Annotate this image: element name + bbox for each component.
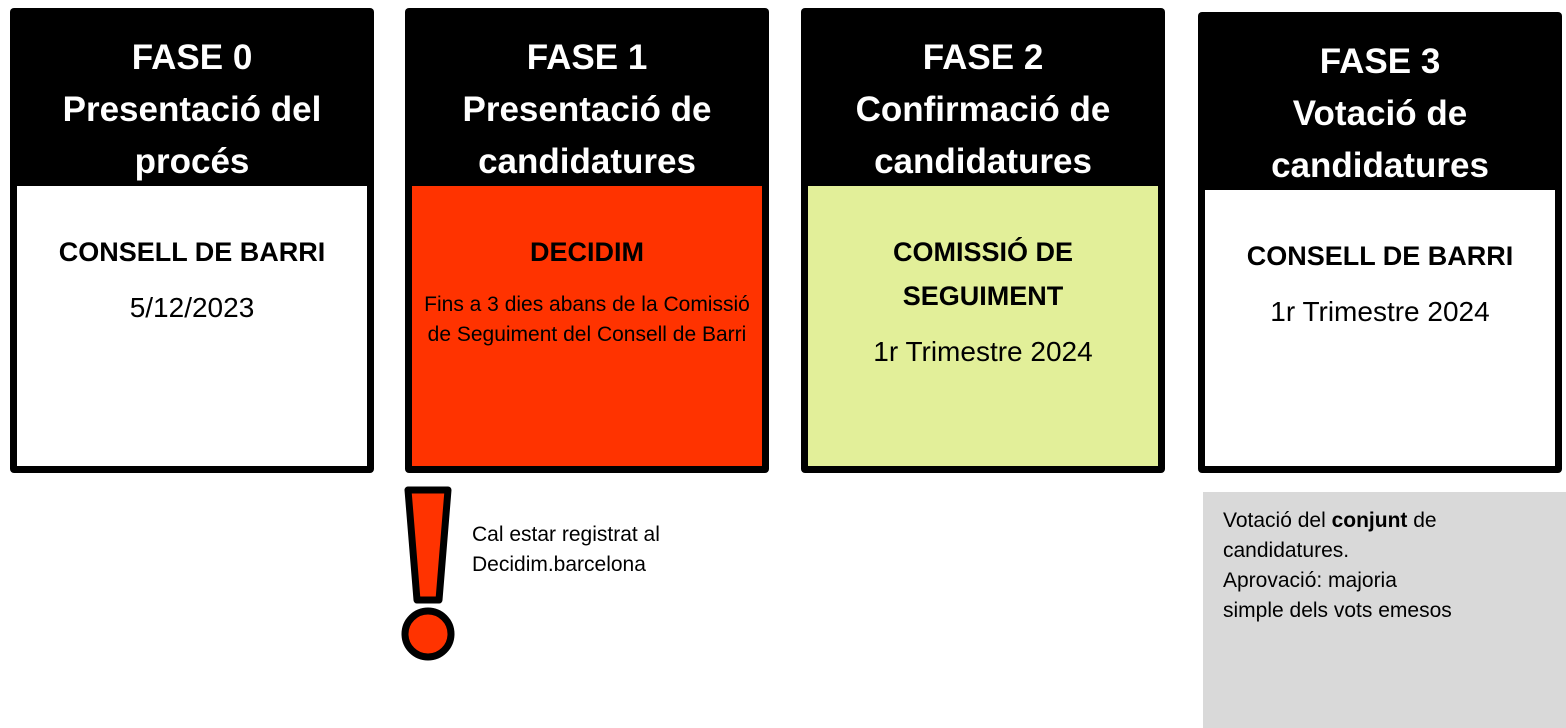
phase-body: COMISSIÓ DE SEGUIMENT 1r Trimestre 2024 bbox=[808, 186, 1158, 466]
phase-body: DECIDIM Fins a 3 dies abans de la Comiss… bbox=[412, 186, 762, 466]
phase-date: 5/12/2023 bbox=[129, 292, 255, 323]
phase-organ: CONSELL DE BARRI bbox=[58, 237, 326, 267]
phase-header: FASE 1 Presentació de candidatures bbox=[405, 8, 769, 186]
phase-organ: COMISSIÓ DE SEGUIMENT bbox=[892, 237, 1074, 311]
registration-note: Cal estar registrat al Decidim.barcelona bbox=[472, 520, 660, 580]
voting-note-line: Aprovació: majoria bbox=[1223, 569, 1397, 592]
registration-note-line: Cal estar registrat al bbox=[472, 523, 660, 546]
voting-note-line: candidatures. bbox=[1223, 539, 1350, 562]
phase-title: Presentació del procés bbox=[62, 90, 322, 181]
phase-date: 1r Trimestre 2024 bbox=[873, 336, 1093, 367]
phase-body: CONSELL DE BARRI 5/12/2023 bbox=[17, 186, 367, 466]
phase-number: FASE 0 bbox=[131, 38, 253, 77]
voting-note-line: Votació del conjunt de bbox=[1223, 506, 1566, 536]
voting-note-text: Votació del bbox=[1223, 509, 1332, 532]
phase-date: 1r Trimestre 2024 bbox=[1270, 296, 1490, 327]
phase-card-0: FASE 0 Presentació del procés CONSELL DE… bbox=[10, 8, 374, 473]
phase-body: CONSELL DE BARRI 1r Trimestre 2024 bbox=[1205, 190, 1555, 466]
phase-title: Confirmació de candidatures bbox=[855, 90, 1111, 181]
phase-number: FASE 2 bbox=[922, 38, 1044, 77]
voting-note-line: simple dels vots emesos bbox=[1223, 599, 1452, 622]
phase-title: Votació de candidatures bbox=[1271, 94, 1489, 185]
phase-card-2: FASE 2 Confirmació de candidatures COMIS… bbox=[801, 8, 1165, 473]
phase-organ: DECIDIM bbox=[530, 237, 644, 267]
registration-note-line: Decidim.barcelona bbox=[472, 553, 646, 576]
phase-number: FASE 3 bbox=[1319, 42, 1441, 81]
voting-note: Votació del conjunt de candidatures. Apr… bbox=[1203, 492, 1566, 728]
phase-card-3: FASE 3 Votació de candidatures CONSELL D… bbox=[1198, 12, 1562, 473]
phase-header: FASE 0 Presentació del procés bbox=[10, 8, 374, 186]
exclamation-icon bbox=[401, 486, 455, 661]
phase-number: FASE 1 bbox=[526, 38, 648, 77]
phase-header: FASE 2 Confirmació de candidatures bbox=[801, 8, 1165, 186]
phase-date: Fins a 3 dies abans de la Comissió de Se… bbox=[424, 293, 750, 346]
phase-title: Presentació de candidatures bbox=[462, 90, 712, 181]
phase-card-1: FASE 1 Presentació de candidatures DECID… bbox=[405, 8, 769, 473]
voting-note-emphasis: conjunt bbox=[1331, 509, 1408, 532]
phase-organ: CONSELL DE BARRI bbox=[1246, 241, 1514, 271]
phase-header: FASE 3 Votació de candidatures bbox=[1198, 12, 1562, 190]
voting-note-text: de bbox=[1407, 509, 1437, 532]
